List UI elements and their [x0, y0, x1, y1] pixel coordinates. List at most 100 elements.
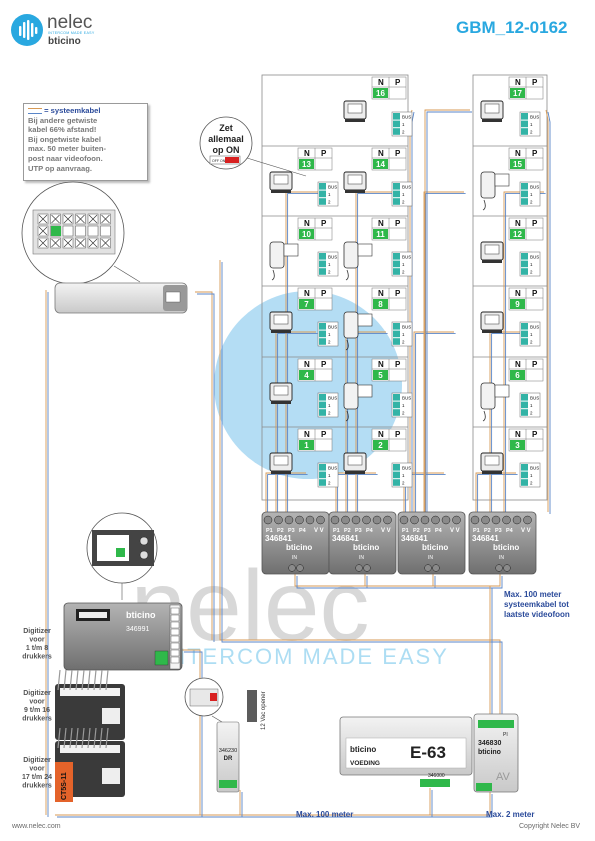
terminal-label: 2	[328, 200, 331, 205]
psu-brand: bticino	[350, 745, 376, 754]
p-label: P	[532, 430, 538, 439]
systeemkabel-swatch-icon	[28, 108, 42, 114]
handset-videophone-icon	[480, 382, 510, 422]
videophone-icon	[480, 311, 504, 333]
terminal-label: 1	[328, 332, 331, 337]
distributor-port: P3	[495, 528, 502, 534]
distributor-port: P3	[424, 528, 431, 534]
distributor-port: P2	[277, 528, 284, 534]
connector-pin	[100, 213, 111, 225]
digitizer-brand: bticino	[126, 610, 156, 620]
apartment-number: 13	[302, 160, 311, 169]
note-line: Bij ongetwiste kabel	[28, 134, 102, 144]
videophone-icon	[269, 311, 293, 333]
connector-pin	[50, 237, 61, 249]
connector-pin	[75, 225, 86, 237]
terminal-label: BUS	[402, 325, 411, 330]
connector-zoom	[21, 181, 188, 314]
switch-label: OFF ON	[212, 159, 226, 163]
apartment-number: 17	[513, 89, 522, 98]
apartment-number: 11	[376, 230, 385, 239]
distributor-port: P1	[402, 528, 409, 534]
distributor-vv: V V	[521, 528, 531, 534]
note-title: = systeemkabel	[44, 106, 101, 115]
terminal-label: 1	[328, 192, 331, 197]
terminal-label: BUS	[402, 396, 411, 401]
videophone-icon	[269, 171, 293, 193]
videophone-icon	[343, 452, 367, 474]
terminal-label: 1	[402, 403, 405, 408]
digitizer-terminals	[170, 607, 180, 664]
relay-model: DR	[224, 756, 233, 762]
terminal-label: BUS	[328, 185, 337, 190]
distributor-port: P4	[506, 528, 514, 534]
door-opener: 12 Vac opener	[247, 690, 267, 730]
n-label: N	[378, 430, 384, 439]
connector-pin	[87, 237, 99, 249]
digitizer-zoom	[86, 512, 158, 600]
distributor-in: IN	[292, 555, 297, 561]
p-label: P	[532, 219, 538, 228]
distributor-brand: bticino	[286, 543, 312, 552]
apartment-number: 3	[515, 441, 520, 450]
digitizer-note-line: 17 t/m 24	[22, 774, 52, 781]
distributor-port: P4	[299, 528, 307, 534]
terminal-label: BUS	[530, 466, 539, 471]
terminal-label: 2	[530, 411, 533, 416]
distributor-port: P3	[355, 528, 362, 534]
apartment-number: 16	[376, 89, 385, 98]
videophone-icon	[480, 452, 504, 474]
terminal-label: BUS	[328, 396, 337, 401]
note-title-row: = systeemkabel	[28, 106, 143, 116]
distributor-in: IN	[499, 555, 504, 561]
terminal-block: BUS 1 2	[391, 392, 413, 418]
connector-pin	[100, 237, 111, 249]
terminal-label: 1	[402, 192, 405, 197]
terminal-label: BUS	[402, 185, 411, 190]
terminal-label: 1	[328, 403, 331, 408]
terminal-label: 2	[402, 481, 405, 486]
n-label: N	[515, 289, 521, 298]
addon-module: CT5S-11	[55, 762, 73, 802]
callout-line: allemaal	[208, 134, 244, 144]
document-id: GBM_12-0162	[456, 18, 568, 37]
distributor-brand: bticino	[353, 543, 379, 552]
apartment-number: 9	[515, 300, 520, 309]
digitizer-code: 346991	[126, 626, 149, 633]
terminal-label: 1	[402, 262, 405, 267]
note-line: UTP op aanvraag.	[28, 163, 93, 173]
av-pi: PI	[503, 732, 508, 738]
terminal-label: 1	[530, 332, 533, 337]
terminal-label: BUS	[328, 255, 337, 260]
expansion-module	[55, 684, 125, 740]
psu-label: VOEDING	[350, 760, 380, 767]
nelec-watermark: nelec INTERCOM MADE EASY	[130, 291, 447, 669]
distributor-vv: V V	[314, 528, 324, 534]
p-label: P	[395, 219, 401, 228]
n-label: N	[378, 289, 384, 298]
door-opener-label: 12 Vac opener	[261, 691, 267, 730]
relay-code: 346230	[219, 748, 237, 754]
digitizer-note-line: voor	[29, 637, 44, 644]
terminal-label: 1	[530, 192, 533, 197]
building-right	[472, 74, 548, 501]
note-line: Bij andere getwiste	[28, 115, 98, 125]
addon-module-label: CT5S-11	[61, 772, 68, 800]
terminal-label: 2	[402, 411, 405, 416]
p-label: P	[532, 360, 538, 369]
p-label: P	[321, 289, 327, 298]
